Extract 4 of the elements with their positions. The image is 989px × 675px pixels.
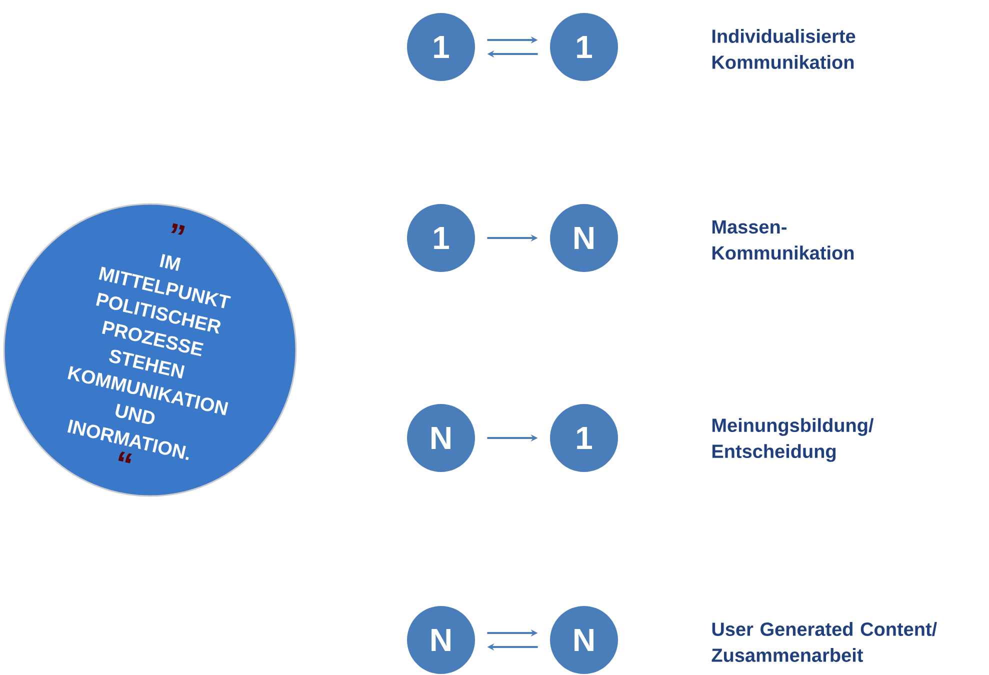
description-text: User Generated Content/ Zusammenarbeit <box>712 622 937 662</box>
description-text: Meinungsbildung/ Entscheidung <box>712 418 874 462</box>
description-text: Massen- Kommunikation <box>712 220 854 260</box>
description-text: Individualisierte Kommunikation <box>712 29 856 69</box>
